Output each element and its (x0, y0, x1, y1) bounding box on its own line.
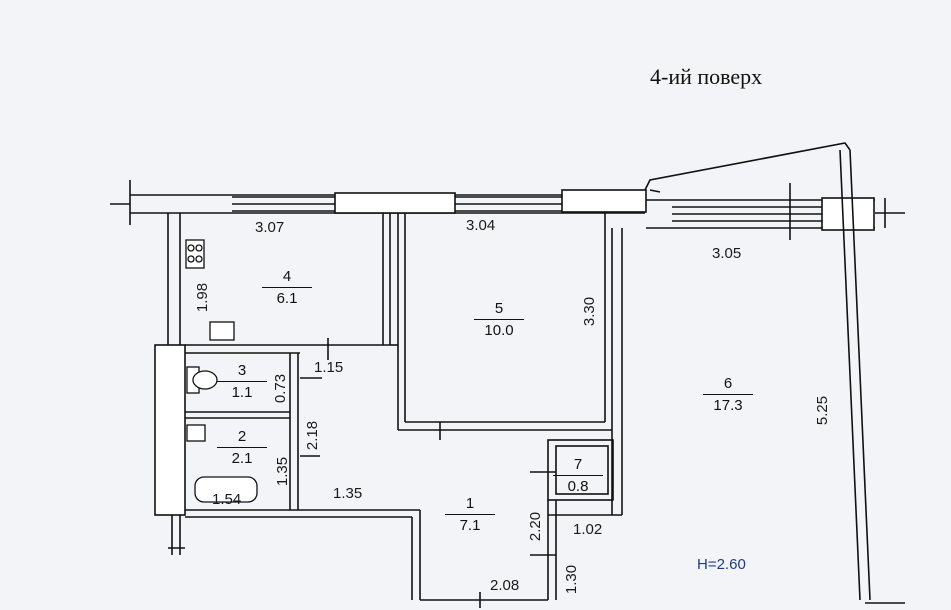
dimension-label: 1.02 (573, 521, 603, 538)
dimension-label: 3.05 (712, 245, 742, 262)
room-area: 0.8 (567, 478, 589, 495)
room-number: 5 (474, 300, 524, 320)
dimension-label: 5.25 (814, 395, 832, 426)
room-area: 17.3 (713, 397, 743, 414)
floor-title: 4-ий поверх (650, 64, 763, 89)
room-number: 7 (553, 456, 603, 476)
bathtub-icon (194, 476, 258, 503)
dimension-label: 2.08 (490, 577, 520, 594)
room-number: 1 (445, 495, 495, 515)
room-number: 4 (262, 268, 312, 288)
dimension-label: 1.98 (194, 282, 212, 313)
washbasin-icon (186, 424, 206, 442)
dimension-label: 1.30 (563, 564, 581, 595)
room-2-label: 2 2.1 (217, 428, 267, 467)
room-area: 1.1 (231, 384, 253, 401)
fixtures (185, 239, 258, 503)
room-number: 3 (217, 362, 267, 382)
dimension-label: 3.04 (466, 217, 496, 234)
dimension-label: 2.20 (527, 511, 545, 542)
room-6-label: 6 17.3 (703, 375, 753, 414)
room-4-label: 4 6.1 (262, 268, 312, 307)
room-area: 10.0 (484, 322, 514, 339)
dimension-label: 1.35 (333, 485, 363, 502)
room-area: 7.1 (459, 517, 481, 534)
ceiling-height-label: H=2.60 (697, 556, 746, 573)
room-1-label: 1 7.1 (445, 495, 495, 534)
dimension-label: 3.07 (255, 219, 285, 236)
room-number: 2 (217, 428, 267, 448)
toilet-bowl-icon (192, 370, 218, 390)
dimension-label: 1.35 (274, 456, 292, 487)
dimension-label: 1.54 (212, 491, 242, 508)
room-7-label: 7 0.8 (553, 456, 603, 495)
room-area: 6.1 (276, 290, 298, 307)
dimension-label: 3.30 (581, 296, 599, 327)
room-number: 6 (703, 375, 753, 395)
stove-icon (185, 239, 205, 269)
room-3-label: 3 1.1 (217, 362, 267, 401)
room-area: 2.1 (231, 450, 253, 467)
dimension-label: 0.73 (272, 373, 290, 404)
dimension-label: 2.18 (304, 420, 322, 451)
dimension-label: 1.15 (314, 359, 344, 376)
room-5-label: 5 10.0 (474, 300, 524, 339)
sink-icon (209, 321, 235, 341)
walls (110, 142, 905, 608)
